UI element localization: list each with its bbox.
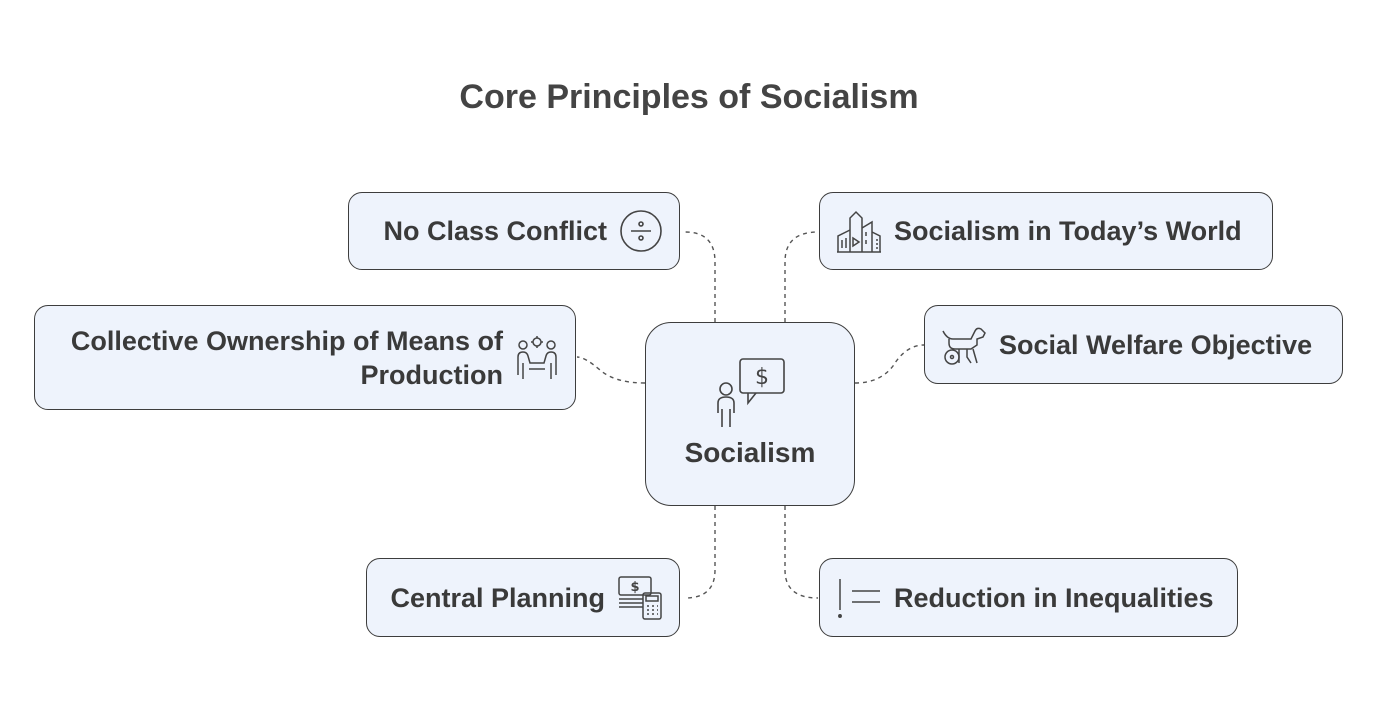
- exclamation-lines-icon: [836, 576, 882, 620]
- node-social-welfare: Social Welfare Objective: [924, 305, 1343, 384]
- node-collective-ownership-line1: Collective Ownership of Means of: [70, 325, 503, 356]
- node-no-class-conflict-label: No Class Conflict: [383, 216, 607, 246]
- node-no-class-conflict: No Class Conflict: [348, 192, 680, 270]
- link-no-class-conflict: [684, 231, 716, 322]
- money-calculator-icon: $: [617, 575, 663, 621]
- node-todays-world: Socialism in Today’s World: [819, 192, 1273, 270]
- svg-text:$: $: [755, 365, 769, 390]
- node-collective-ownership-line2: Production: [360, 359, 504, 390]
- link-collective-ownership: [576, 356, 646, 384]
- link-central-planning: [684, 506, 716, 599]
- node-social-welfare-label: Social Welfare Objective: [999, 329, 1313, 360]
- center-node-socialism: $ Socialism: [645, 322, 855, 506]
- svg-text:$: $: [630, 580, 639, 595]
- link-reduction-inequalities: [784, 506, 819, 599]
- diagram-title: Core Principles of Socialism: [459, 78, 919, 116]
- node-collective-ownership: Collective Ownership of Means of Product…: [34, 305, 576, 410]
- node-central-planning: Central Planning $: [366, 558, 680, 637]
- node-collective-ownership-text: Collective Ownership of Means of Product…: [71, 324, 503, 392]
- link-todays-world: [784, 231, 819, 322]
- node-reduction-inequalities: Reduction in Inequalities: [819, 558, 1238, 637]
- people-meeting-icon: [515, 335, 559, 381]
- node-reduction-inequalities-label: Reduction in Inequalities: [894, 582, 1214, 613]
- center-node-label: Socialism: [684, 437, 816, 468]
- link-social-welfare: [854, 344, 925, 384]
- node-todays-world-label: Socialism in Today’s World: [894, 216, 1242, 246]
- divide-icon: [619, 209, 663, 253]
- dog-wheelchair-icon: [941, 323, 987, 367]
- node-central-planning-label: Central Planning: [390, 582, 605, 613]
- person-speech-dollar-icon: $: [712, 353, 788, 429]
- city-buildings-icon: [836, 208, 882, 254]
